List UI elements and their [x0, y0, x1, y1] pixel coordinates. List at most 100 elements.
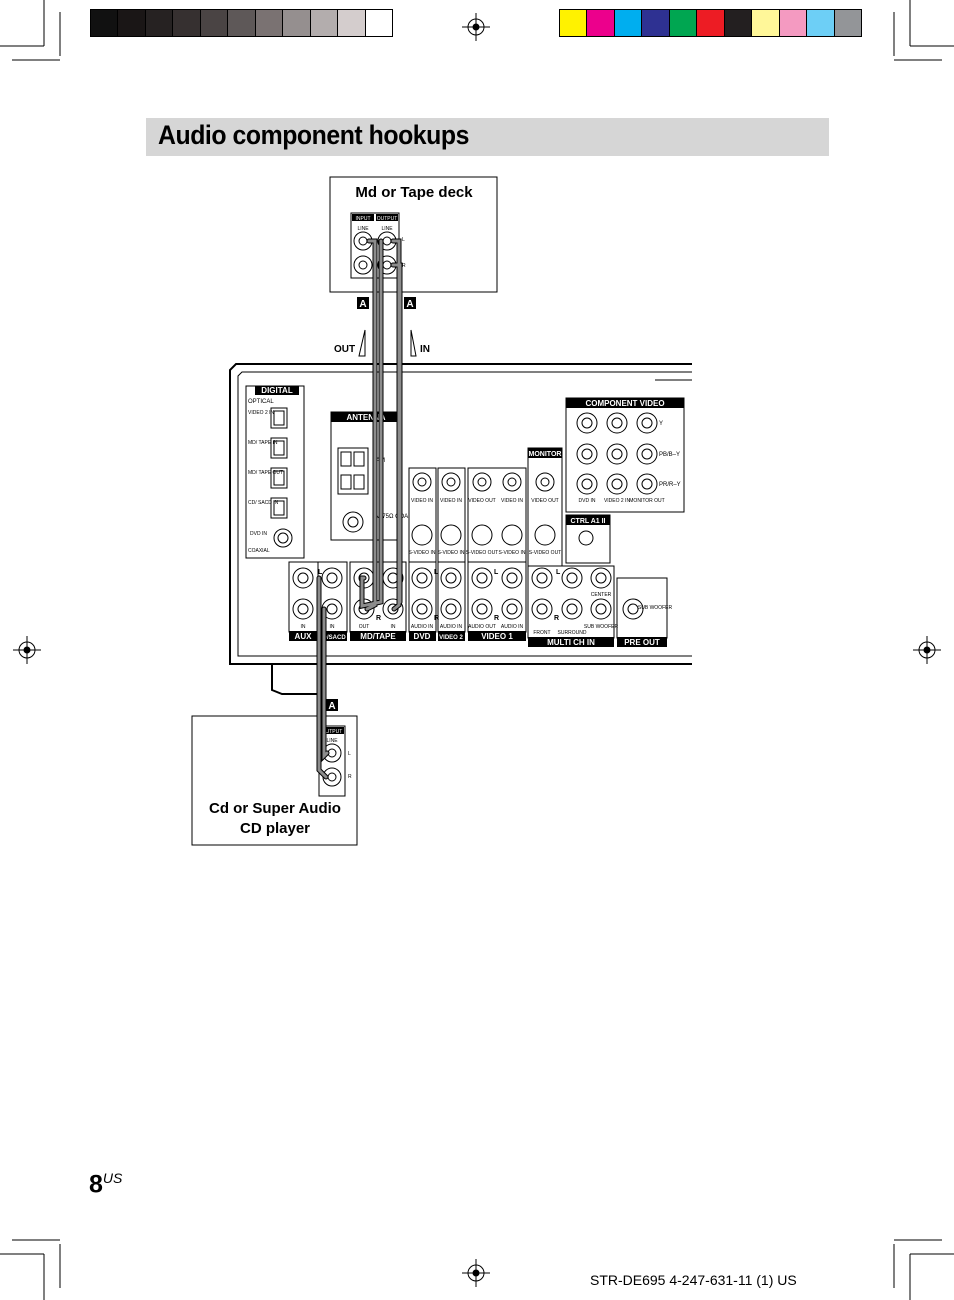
cd-l-mark: L: [348, 751, 351, 757]
md-tape-deck: Md or Tape deck INPUT OUTPUT LINE LINE L…: [329, 176, 498, 293]
color-swatch: [696, 10, 724, 36]
component-video-label: COMPONENT VIDEO: [585, 399, 664, 408]
dvd-video-in-text: VIDEO IN: [411, 498, 433, 504]
video1-svideo-out-text: S-VIDEO OUT: [466, 550, 499, 556]
cable-tags: A A A: [326, 297, 416, 712]
multi-r-mark: R: [554, 615, 559, 622]
video1-l-mark: L: [494, 569, 499, 576]
registration-mark-right: [913, 636, 941, 664]
md-r-mark: R: [402, 263, 406, 269]
cd-r-mark: R: [348, 774, 352, 780]
md-out-text: OUT: [359, 624, 370, 630]
center-text: CENTER: [591, 592, 612, 598]
registration-mark-left: [13, 636, 41, 664]
cd-player-title-line1: Cd or Super Audio: [209, 800, 341, 817]
color-swatch: [560, 10, 587, 36]
gray-swatch: [282, 10, 310, 36]
digital-port-1: VIDEO 2 IN: [248, 410, 275, 416]
cv-col-dvd: DVD IN: [579, 498, 596, 504]
aux-l-mark: L: [318, 569, 323, 576]
digital-port-4: CD/ SACD IN: [248, 500, 279, 506]
registration-mark-bottom: [462, 1259, 490, 1287]
audio-jack-texts: IN IN OUT IN AUDIO IN AUDIO IN AUDIO OUT…: [301, 592, 673, 636]
gray-swatch: [337, 10, 365, 36]
optical-label: OPTICAL: [248, 399, 274, 405]
page-number-value: 8: [89, 1170, 103, 1199]
color-swatch: [613, 10, 642, 36]
page-title: Audio component hookups: [158, 120, 469, 150]
dvd-l-mark: L: [434, 569, 439, 576]
color-swatch: [586, 10, 614, 36]
pre-out-sub-woofer-text: SUB WOOFER: [638, 605, 673, 611]
video-jacks: [408, 447, 563, 569]
cable-tag-2: A: [406, 299, 413, 310]
cv-col-video2: VIDEO 2 IN: [604, 498, 631, 504]
md-input-line-label: LINE: [357, 226, 369, 232]
color-calibration-bar: [559, 9, 862, 37]
color-swatch: [641, 10, 669, 36]
video2-svideo-in-text: S-VIDEO IN: [438, 550, 465, 556]
digital-label: DIGITAL: [261, 386, 293, 395]
cd-output-label: OUTPUT: [322, 729, 343, 735]
cv-row-pb: PB/B–Y: [659, 452, 680, 458]
front-text: FRONT: [533, 630, 550, 636]
cv-row-pr: PR/R–Y: [659, 482, 681, 488]
video2-video-in-text: VIDEO IN: [440, 498, 462, 504]
md-l-mark: L: [402, 237, 405, 243]
video1-label: VIDEO 1: [481, 632, 513, 641]
color-swatch: [833, 10, 861, 36]
dvd-audio-in-text: AUDIO IN: [411, 624, 434, 630]
gray-swatch: [91, 10, 118, 36]
gray-swatch: [199, 10, 228, 36]
cable-tag-3: A: [328, 701, 335, 712]
cd-sacd-label: CD/SACD: [318, 635, 346, 641]
digital-port-2: MD/ TAPE IN: [248, 440, 278, 446]
md-tape-label: MD/TAPE: [360, 632, 396, 641]
video1-video-out-text: VIDEO OUT: [468, 498, 496, 504]
gray-calibration-bar: [90, 9, 393, 37]
video1-r-mark: R: [494, 615, 499, 622]
gray-swatch: [144, 10, 173, 36]
video2-label: VIDEO 2: [439, 635, 463, 641]
ctrl-label: CTRL A1 II: [570, 518, 605, 525]
jack-group-labels: AUX CD/SACD MD/TAPE DVD VIDEO 2 VIDEO 1 …: [289, 631, 667, 647]
color-swatch: [668, 10, 697, 36]
md-r-mark: R: [376, 615, 381, 622]
dvd-r-mark: R: [434, 615, 439, 622]
cd-player-title-line2: CD player: [240, 820, 310, 837]
gray-swatch: [117, 10, 145, 36]
cd-in-text: IN: [330, 624, 335, 630]
cables: [316, 238, 403, 780]
registration-mark-top: [462, 13, 490, 41]
cable-tag-1: A: [359, 299, 366, 310]
color-swatch: [723, 10, 752, 36]
ctrl-a1-section: CTRL A1 II: [565, 514, 611, 564]
component-video-section: COMPONENT VIDEO Y PB/B–Y PR/R–Y DVD IN V…: [565, 397, 685, 513]
video1-svideo-in-text: S-VIDEO IN: [499, 550, 526, 556]
cv-row-y: Y: [659, 421, 663, 427]
gray-swatch: [172, 10, 200, 36]
page-number-suffix: US: [102, 1170, 123, 1186]
video1-video-in-text: VIDEO IN: [501, 498, 523, 504]
signal-out-label: OUT: [334, 344, 355, 355]
aux-label: AUX: [295, 632, 313, 641]
coaxial-label: COAXIAL: [248, 548, 270, 554]
multi-ch-in-label: MULTI CH IN: [547, 638, 595, 647]
sub-woofer-text: SUB WOOFER: [584, 624, 619, 630]
antenna-section: ANTENNA AM FM 75Ω COAXIAL: [330, 411, 422, 541]
gray-swatch: [227, 10, 255, 36]
digital-port-3: MD/ TAPE OUT: [248, 470, 283, 476]
cd-line-label: LINE: [326, 738, 338, 744]
antenna-label: ANTENNA: [346, 413, 385, 422]
md-output-line-label: LINE: [381, 226, 393, 232]
aux-in-text: IN: [301, 624, 306, 630]
footer-text: STR-DE695 4-247-631-11 (1) US: [590, 1272, 797, 1288]
video2-audio-in-text: AUDIO IN: [440, 624, 463, 630]
cv-col-monitor: MONITOR OUT: [629, 498, 664, 504]
md-deck-title: Md or Tape deck: [355, 184, 473, 201]
signal-arrows: [358, 329, 417, 357]
color-swatch: [778, 10, 807, 36]
gray-swatch: [309, 10, 338, 36]
